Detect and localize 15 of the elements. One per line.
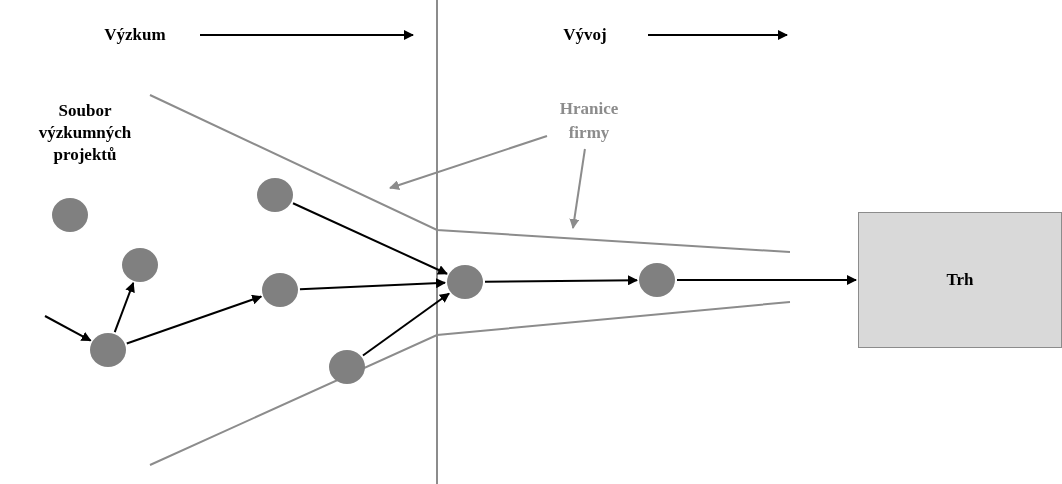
arrow: [361, 292, 451, 357]
arrow: [484, 275, 638, 286]
leader-line: [389, 134, 548, 190]
group-label: Soubor výzkumných projektů: [37, 100, 133, 166]
arrow: [113, 281, 135, 334]
market-box: Trh: [858, 212, 1062, 348]
leader-line: [569, 148, 586, 229]
arrow: [44, 315, 92, 342]
arrow: [125, 294, 263, 345]
arrow: [292, 202, 448, 275]
arrow: [676, 275, 857, 285]
phase-label: Vývoj: [562, 24, 608, 46]
arrow: [299, 278, 446, 291]
phase-label: Výzkum: [103, 24, 167, 46]
boundary-label: Hranice firmy: [549, 97, 629, 147]
